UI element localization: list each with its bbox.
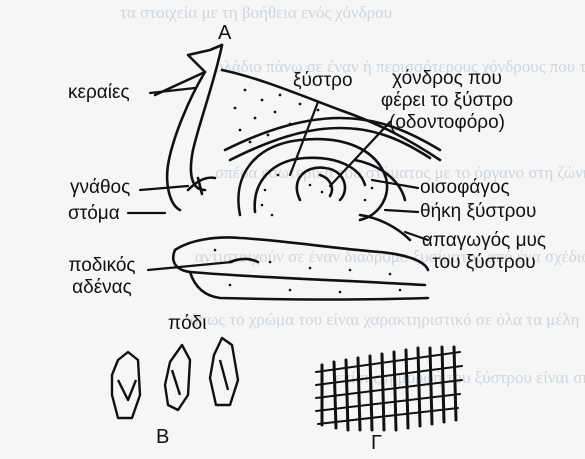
panel-label-b: B bbox=[156, 426, 169, 448]
panel-label-g: Γ bbox=[371, 432, 382, 454]
panel-b-teeth bbox=[112, 338, 238, 418]
tooth-central bbox=[112, 352, 140, 418]
foot-lower-line bbox=[190, 272, 428, 300]
label-chondros-line2: φέρει το ξύστρο bbox=[362, 90, 532, 112]
tooth-lateral-ridge bbox=[172, 370, 180, 395]
label-podikos-adenas: ποδικός αδένας bbox=[62, 255, 142, 299]
tooth-lateral bbox=[165, 345, 190, 410]
label-gnathos: γνάθος bbox=[70, 177, 130, 199]
label-chondros-line1: χόνδρος που bbox=[362, 68, 532, 90]
label-apagogos: απαγωγός μυς του ξύστρου bbox=[414, 230, 554, 274]
leader-gnathos bbox=[140, 186, 188, 190]
panel-g-radula-rows bbox=[316, 347, 462, 430]
label-chondros: χόνδρος που φέρει το ξύστρο (οδοντοφόρο) bbox=[362, 68, 532, 134]
label-apagogos-line1: απαγωγός μυς bbox=[414, 230, 554, 252]
tooth-central-cusp bbox=[118, 380, 136, 400]
label-podikos-line2: αδένας bbox=[62, 277, 142, 299]
bg-line-5: όπως το χρώμα του είναι χαρακτηριστικό σ… bbox=[190, 310, 579, 329]
label-thiki: θήκη ξύστρου bbox=[420, 201, 536, 223]
label-oisofagos: οισοφάγος bbox=[420, 177, 510, 199]
label-podikos-line1: ποδικός bbox=[62, 255, 142, 277]
panel-label-a: A bbox=[218, 22, 231, 44]
leader-keraies bbox=[150, 88, 195, 93]
bg-line-3: σπέρα εσωτερικά του στόματος με το όργαν… bbox=[215, 163, 585, 182]
tooth-marginal-ridge bbox=[220, 360, 228, 390]
label-apagogos-line2: του ξύστρου bbox=[414, 252, 554, 274]
label-chondros-line3: (οδοντοφόρο) bbox=[362, 112, 532, 134]
bg-line-1: τα στοιχεία με τη βοήθεια ενός χόνδρου bbox=[120, 3, 392, 22]
radula-rows bbox=[316, 352, 462, 424]
label-podi: πόδι bbox=[168, 313, 206, 335]
label-xystro: ξύστρο bbox=[293, 70, 353, 92]
label-keraies: κεραίες bbox=[68, 82, 130, 104]
label-stoma: στόμα bbox=[68, 203, 120, 225]
leader-thiki bbox=[385, 210, 418, 212]
leader-podikos bbox=[148, 262, 232, 270]
